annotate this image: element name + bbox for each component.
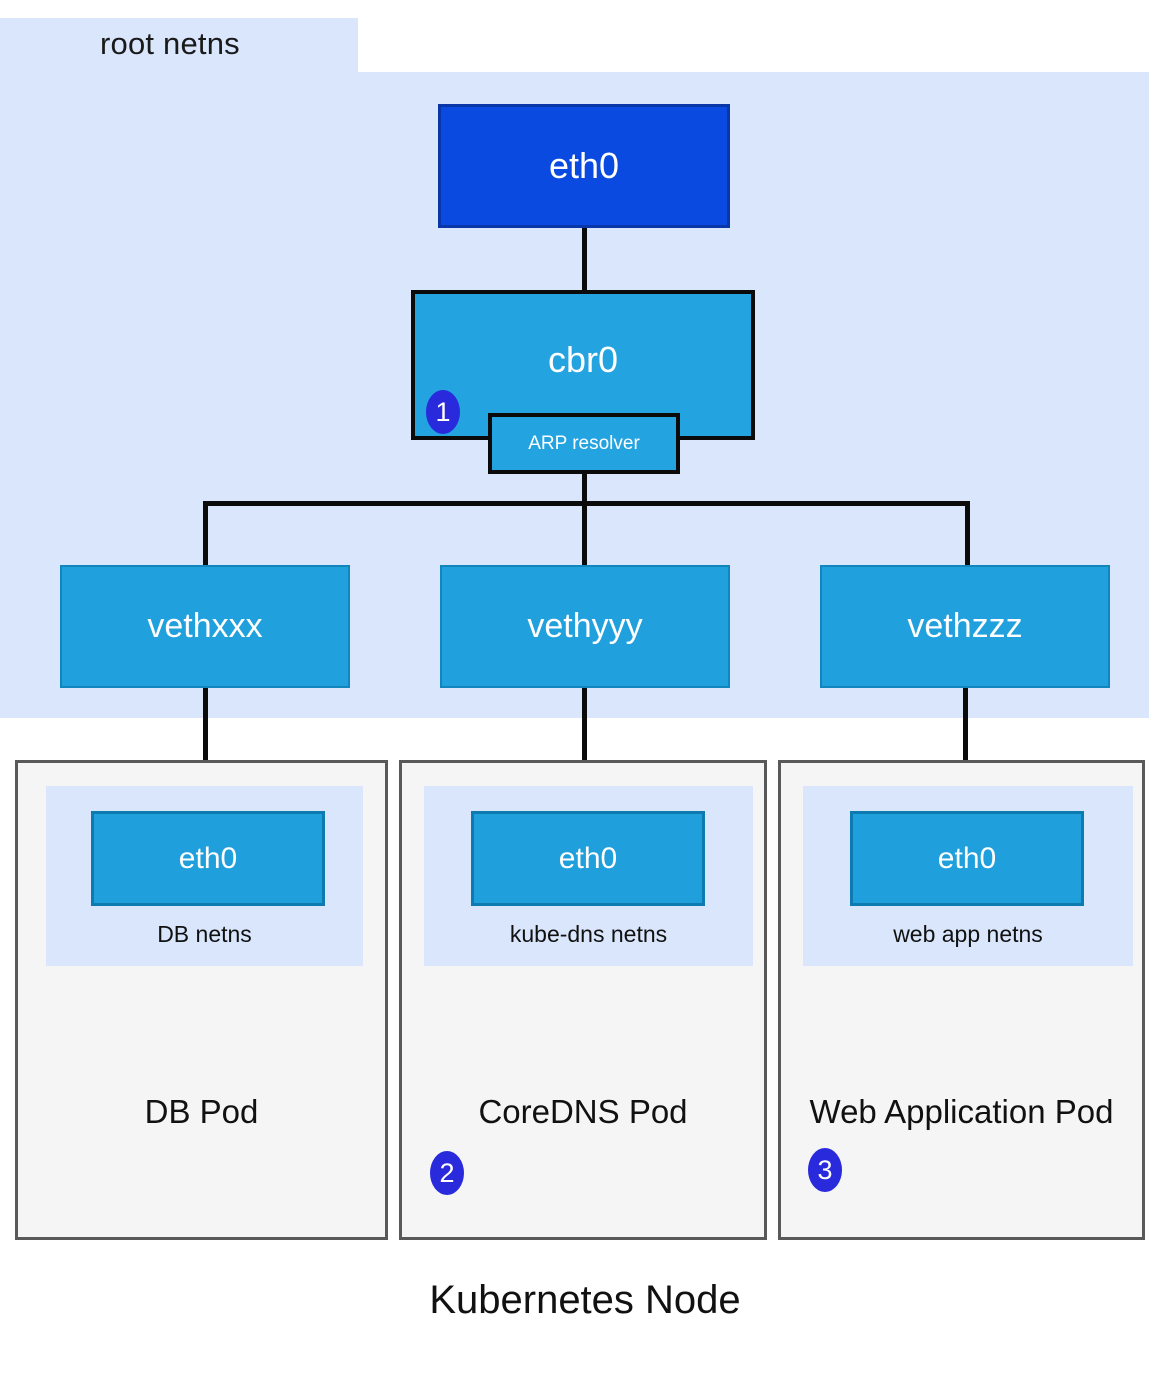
pod-netns-region-coredns: eth0 kube-dns netns — [424, 786, 753, 966]
veth-node-vethxxx[interactable]: vethxxx — [60, 565, 350, 688]
pod-netns-label-coredns: kube-dns netns — [509, 921, 668, 947]
pod-eth0-label-db: eth0 — [178, 841, 238, 875]
pod-eth0-node-db[interactable]: eth0 — [91, 811, 325, 906]
pod-netns-region-db: eth0 DB netns — [46, 786, 363, 966]
host-eth0-node[interactable]: eth0 — [438, 104, 730, 228]
root-netns-label: root netns — [100, 26, 240, 61]
pod-title-db: DB Pod — [144, 1093, 259, 1130]
pod-netns-region-webapp: eth0 web app netns — [803, 786, 1133, 966]
pod-eth0-label-coredns: eth0 — [558, 841, 618, 875]
veth-label-vethyyy: vethyyy — [527, 607, 643, 645]
pod-title-coredns: CoreDNS Pod — [478, 1093, 688, 1130]
step-badge-3: 3 — [808, 1148, 842, 1192]
pod-netns-label-webapp: web app netns — [893, 921, 1043, 947]
connector-vethyyy-to-coredns-eth0 — [582, 688, 587, 813]
connector-vethxxx-to-db-eth0 — [203, 688, 208, 813]
veth-label-vethzzz: vethzzz — [907, 607, 1023, 645]
veth-node-vethzzz[interactable]: vethzzz — [820, 565, 1110, 688]
connector-arp-to-bus — [582, 474, 587, 506]
pod-eth0-label-webapp: eth0 — [937, 841, 997, 875]
arp-resolver-node[interactable]: ARP resolver — [488, 413, 680, 474]
cbr0-label: cbr0 — [547, 339, 619, 380]
pod-container-webapp[interactable]: eth0 web app netns Web Application Pod 3 — [778, 760, 1145, 1240]
pod-container-coredns[interactable]: eth0 kube-dns netns CoreDNS Pod 2 — [399, 760, 767, 1240]
veth-label-vethxxx: vethxxx — [147, 607, 263, 645]
connector-bus-to-vethyyy — [582, 501, 587, 567]
pod-eth0-node-coredns[interactable]: eth0 — [471, 811, 705, 906]
host-eth0-label: eth0 — [548, 145, 620, 186]
root-netns-region-tab — [0, 18, 358, 74]
pod-title-webapp: Web Application Pod — [809, 1093, 1114, 1130]
connector-bus-to-vethzzz — [965, 501, 970, 567]
veth-node-vethyyy[interactable]: vethyyy — [440, 565, 730, 688]
arp-resolver-label: ARP resolver — [528, 432, 640, 454]
connector-vethzzz-to-webapp-eth0 — [963, 688, 968, 813]
diagram-caption: Kubernetes Node — [429, 1278, 741, 1322]
pod-container-db[interactable]: eth0 DB netns DB Pod — [15, 760, 388, 1240]
connector-eth0-to-cbr0 — [582, 228, 587, 292]
connector-bus-to-vethxxx — [203, 501, 208, 567]
pod-eth0-node-webapp[interactable]: eth0 — [850, 811, 1084, 906]
step-badge-2: 2 — [430, 1151, 464, 1195]
pod-netns-label-db: DB netns — [157, 921, 252, 947]
step-badge-1: 1 — [426, 390, 460, 434]
